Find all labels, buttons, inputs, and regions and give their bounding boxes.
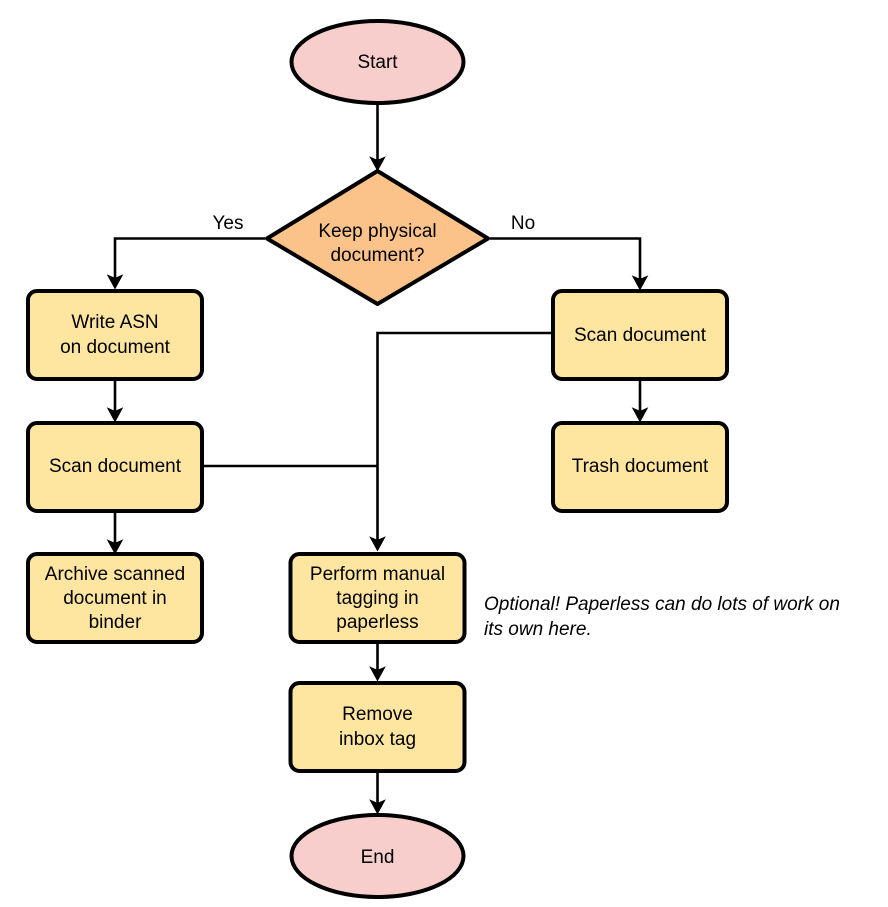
- scan-left-box-shape: [26, 421, 204, 513]
- node-trash-document[interactable]: Trash document: [551, 421, 729, 513]
- archive-label-line1: Archive scanned: [45, 564, 185, 585]
- edge-label-yes: Yes: [213, 213, 244, 234]
- edge-decision-no-to-scan-right: [490, 237, 649, 291]
- node-scan-document-left[interactable]: Scan document: [26, 421, 204, 513]
- edge-label-no: No: [511, 213, 535, 234]
- scan-left-label: Scan document: [49, 456, 182, 477]
- node-perform-manual-tagging[interactable]: Perform manual tagging in paperless: [288, 552, 467, 644]
- note-line1: Optional! Paperless can do lots of work …: [484, 594, 840, 615]
- write-asn-box-shape: [26, 289, 204, 381]
- edge-scan-right-to-tagging: [369, 331, 552, 552]
- decision-label-line1: Keep physical: [318, 221, 436, 242]
- archive-box-shape: [26, 552, 204, 644]
- tagging-label-line3: paperless: [336, 612, 418, 633]
- scan-right-label: Scan document: [574, 325, 707, 346]
- start-label: Start: [357, 52, 398, 73]
- node-write-asn-on-document[interactable]: Write ASN on document: [26, 289, 204, 381]
- start-ellipse-shape: [289, 19, 466, 105]
- write-asn-label-line1: Write ASN: [71, 312, 158, 333]
- tagging-label-line1: Perform manual: [310, 564, 445, 585]
- edge-decision-yes-to-write-asn: [106, 237, 265, 290]
- tagging-label-line2: tagging in: [336, 588, 418, 609]
- archive-label-line3: binder: [89, 612, 142, 633]
- trash-box-shape: [551, 421, 729, 513]
- remove-inbox-label-line1: Remove: [342, 704, 413, 725]
- node-scan-document-right[interactable]: Scan document: [551, 289, 729, 381]
- node-archive-scanned-document[interactable]: Archive scanned document in binder: [26, 552, 204, 644]
- end-label: End: [361, 847, 395, 868]
- node-start[interactable]: Start: [289, 19, 466, 105]
- archive-label-line2: document in: [63, 588, 167, 609]
- trash-label: Trash document: [572, 456, 709, 477]
- node-end[interactable]: End: [289, 813, 466, 899]
- remove-inbox-box-shape: [288, 681, 467, 773]
- note-line2: its own here.: [484, 619, 592, 640]
- node-decision-keep-physical-document[interactable]: Keep physical document?: [265, 169, 490, 306]
- write-asn-label-line2: on document: [60, 337, 171, 358]
- end-ellipse-shape: [289, 813, 466, 899]
- remove-inbox-label-line2: inbox tag: [339, 729, 416, 750]
- node-remove-inbox-tag[interactable]: Remove inbox tag: [288, 681, 467, 773]
- note-optional-paperless: Optional! Paperless can do lots of work …: [484, 594, 840, 640]
- decision-diamond-shape: [265, 169, 490, 306]
- scan-right-box-shape: [551, 289, 729, 381]
- tagging-box-shape: [288, 552, 467, 644]
- decision-label-line2: document?: [330, 245, 424, 266]
